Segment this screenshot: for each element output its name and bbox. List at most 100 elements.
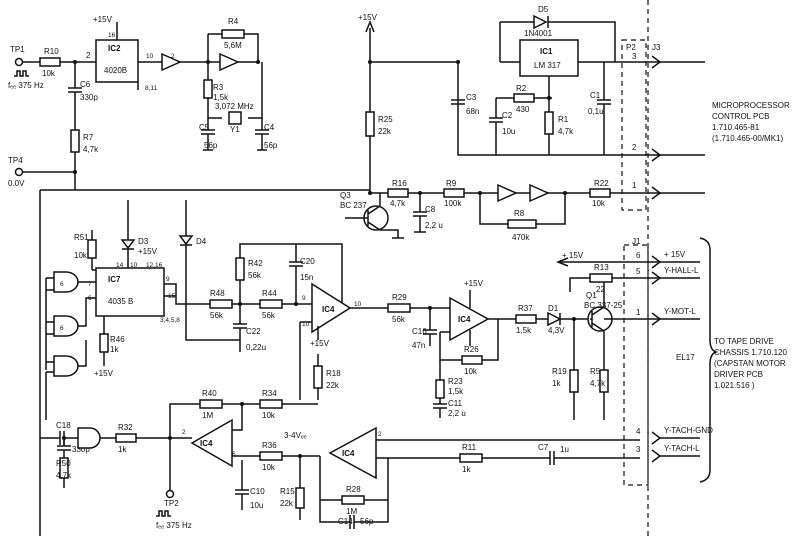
svg-text:3: 3 <box>632 52 637 61</box>
svg-text:R25: R25 <box>378 115 393 124</box>
tp1-freq: fₑₑ 375 Hz <box>8 81 44 90</box>
svg-text:+15V: +15V <box>93 15 113 24</box>
svg-text:MICROPROCESSOR: MICROPROCESSOR <box>712 101 790 110</box>
svg-text:Y-TACH-GND: Y-TACH-GND <box>664 426 713 435</box>
svg-text:56k: 56k <box>248 271 262 280</box>
svg-text:R50: R50 <box>56 459 71 468</box>
svg-text:Y-MOT-L: Y-MOT-L <box>664 307 696 316</box>
svg-text:R18: R18 <box>326 369 341 378</box>
r42-resistor <box>235 257 245 281</box>
r44-resistor <box>259 299 283 309</box>
svg-text:R1: R1 <box>558 115 569 124</box>
r48-resistor <box>209 299 233 309</box>
svg-text:6: 6 <box>636 251 641 260</box>
svg-text:330p: 330p <box>72 445 90 454</box>
tp4-terminal <box>14 167 24 177</box>
svg-text:+15V: +15V <box>94 369 114 378</box>
svg-text:56p: 56p <box>204 141 218 150</box>
svg-text:IC2: IC2 <box>108 44 121 53</box>
svg-text:R16: R16 <box>392 179 407 188</box>
tp1-label: TP1 <box>10 45 25 54</box>
svg-text:Y1: Y1 <box>230 125 240 134</box>
r15-resistor <box>295 487 305 509</box>
r37-resistor <box>515 314 537 324</box>
svg-text:47n: 47n <box>412 341 425 350</box>
svg-text:+ 15V: + 15V <box>562 251 584 260</box>
svg-text:EL17: EL17 <box>676 353 695 362</box>
svg-text:3-4Vₑₑ: 3-4Vₑₑ <box>284 431 307 440</box>
r23-resistor <box>435 379 445 399</box>
svg-text:2: 2 <box>378 431 382 438</box>
svg-text:R36: R36 <box>262 441 277 450</box>
r2-resistor <box>513 93 535 103</box>
svg-text:4,7k: 4,7k <box>590 379 606 388</box>
nand-gate-1 <box>53 271 79 293</box>
svg-text:R8: R8 <box>514 209 525 218</box>
svg-text:1k: 1k <box>552 379 561 388</box>
svg-text:1: 1 <box>636 308 641 317</box>
svg-text:430: 430 <box>516 105 530 114</box>
svg-text:R11: R11 <box>462 443 477 452</box>
svg-text:IC7: IC7 <box>108 275 121 284</box>
svg-text:R9: R9 <box>446 179 457 188</box>
svg-text:10k: 10k <box>74 251 88 260</box>
svg-text:22k: 22k <box>378 127 392 136</box>
svg-text:+15V: +15V <box>464 279 484 288</box>
r18-resistor <box>313 365 323 389</box>
r11-resistor <box>459 453 483 463</box>
svg-text:2: 2 <box>182 429 186 436</box>
svg-text:C1: C1 <box>590 91 601 100</box>
svg-text:TP4: TP4 <box>8 156 23 165</box>
svg-text:D5: D5 <box>538 5 549 14</box>
svg-text:2: 2 <box>171 53 175 60</box>
r1-resistor <box>544 111 554 135</box>
svg-text:R28: R28 <box>346 485 361 494</box>
svg-text:15n: 15n <box>300 273 313 282</box>
svg-text:1k: 1k <box>110 345 119 354</box>
svg-text:C10: C10 <box>250 487 265 496</box>
svg-text:1k: 1k <box>462 465 471 474</box>
tp1-terminal <box>14 57 24 67</box>
svg-text:4035 B: 4035 B <box>108 297 133 306</box>
svg-text:C3: C3 <box>466 93 477 102</box>
svg-text:68n: 68n <box>466 107 479 116</box>
j1-connector <box>623 244 649 486</box>
svg-text:1,5k: 1,5k <box>213 93 229 102</box>
svg-text:56k: 56k <box>392 315 406 324</box>
ic7-chip <box>95 267 165 317</box>
svg-text:2: 2 <box>86 51 91 60</box>
svg-text:CONTROL PCB: CONTROL PCB <box>712 112 770 121</box>
gate-c18 <box>77 427 101 449</box>
r36-resistor <box>259 451 283 461</box>
svg-text:P2: P2 <box>626 43 636 52</box>
svg-text:+15V: +15V <box>310 339 330 348</box>
nand-gate-3 <box>53 355 79 377</box>
r51-resistor <box>87 239 97 259</box>
svg-text:330p: 330p <box>80 93 98 102</box>
svg-text:R40: R40 <box>202 389 217 398</box>
svg-text:100k: 100k <box>444 199 462 208</box>
svg-text:BC 237: BC 237 <box>340 201 367 210</box>
svg-text:1k: 1k <box>118 445 127 454</box>
svg-text:3: 3 <box>636 445 641 454</box>
svg-text:R32: R32 <box>118 423 133 432</box>
r25-resistor <box>365 111 375 137</box>
svg-text:fₑₑ 375 Hz: fₑₑ 375 Hz <box>156 521 192 530</box>
ic4c-opamp <box>190 418 233 468</box>
svg-text:4,7k: 4,7k <box>558 127 574 136</box>
r13-resistor <box>589 273 613 283</box>
svg-text:R37: R37 <box>518 304 533 313</box>
inverter-13 <box>161 52 182 72</box>
svg-text:10k: 10k <box>42 69 56 78</box>
svg-text:R4: R4 <box>228 17 239 26</box>
svg-text:C7: C7 <box>538 443 549 452</box>
svg-text:56p: 56p <box>264 141 278 150</box>
svg-text:4,7k: 4,7k <box>83 145 99 154</box>
svg-text:DRIVER PCB: DRIVER PCB <box>714 370 763 379</box>
svg-text:0,22u: 0,22u <box>246 343 266 352</box>
r29-resistor <box>387 303 411 313</box>
svg-text:C5: C5 <box>199 123 210 132</box>
nand-gate-2 <box>53 315 79 337</box>
svg-text:R15: R15 <box>280 487 295 496</box>
